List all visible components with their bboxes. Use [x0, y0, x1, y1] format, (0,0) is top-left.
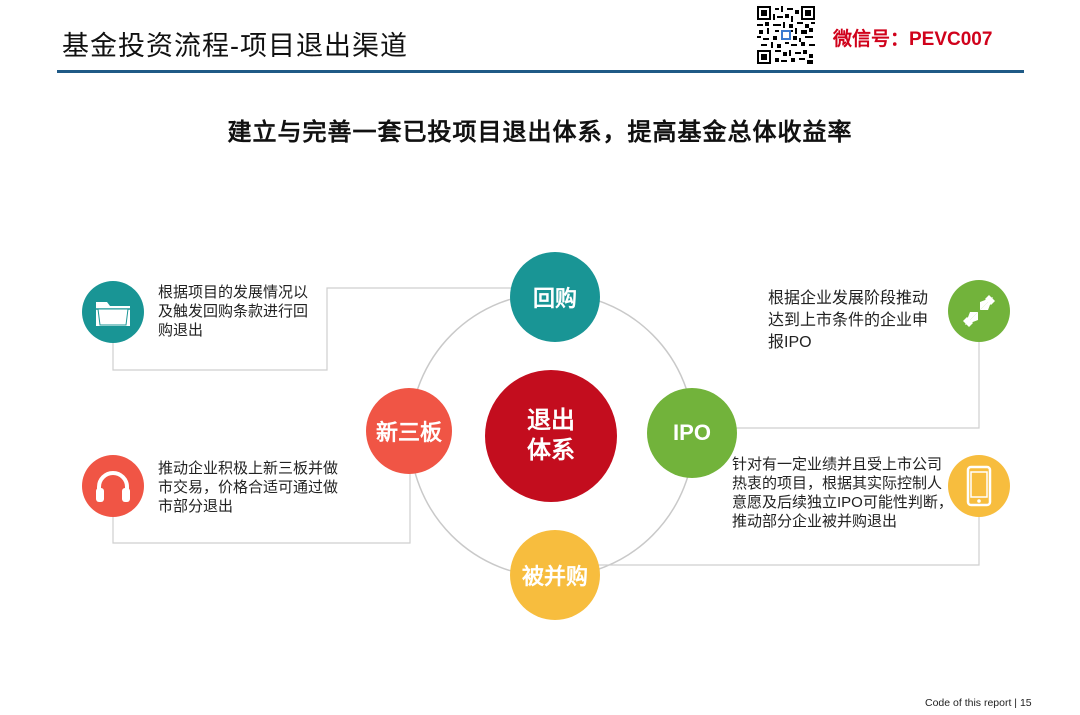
headphones-icon [96, 471, 130, 502]
compress-arrows-icon [963, 295, 995, 327]
node-neeq: 新三板 [366, 388, 452, 474]
neeq-badge [82, 455, 144, 517]
ma-description: 针对有一定业绩并且受上市公司热衷的项目，根据其实际控制人意愿及后续独立IPO可能… [732, 456, 953, 530]
buyback-description: 根据项目的发展情况以及触发回购条款进行回购退出 [158, 284, 309, 339]
connector-buyback [112, 287, 555, 371]
center-node-exit-system: 退出体系 [485, 370, 617, 502]
header-divider [57, 70, 1024, 73]
connector-ipo [692, 311, 980, 429]
slide-subtitle: 建立与完善一套已投项目退出体系，提高基金总体收益率 [227, 119, 853, 146]
ipo-badge [948, 280, 1010, 342]
folder-icon [96, 302, 130, 326]
node-ma: 被并购 [510, 530, 600, 620]
node-ipo: IPO [647, 388, 737, 478]
buyback-badge [82, 281, 144, 343]
page-title: 基金投资流程-项目退出渠道 [62, 31, 408, 61]
qr-code-icon [757, 6, 815, 64]
ma-badge [948, 455, 1010, 517]
ipo-description: 根据企业发展阶段推动达到上市条件的企业申报IPO [768, 290, 929, 351]
node-buyback: 回购 [510, 252, 600, 342]
wechat-id: 微信号：PEVC007 [833, 29, 993, 50]
page-footer: Code of this report | 15 [925, 697, 1032, 709]
neeq-description: 推动企业积极上新三板并做市交易，价格合适可通过做市部分退出 [158, 460, 339, 515]
smartphone-icon [966, 465, 992, 507]
